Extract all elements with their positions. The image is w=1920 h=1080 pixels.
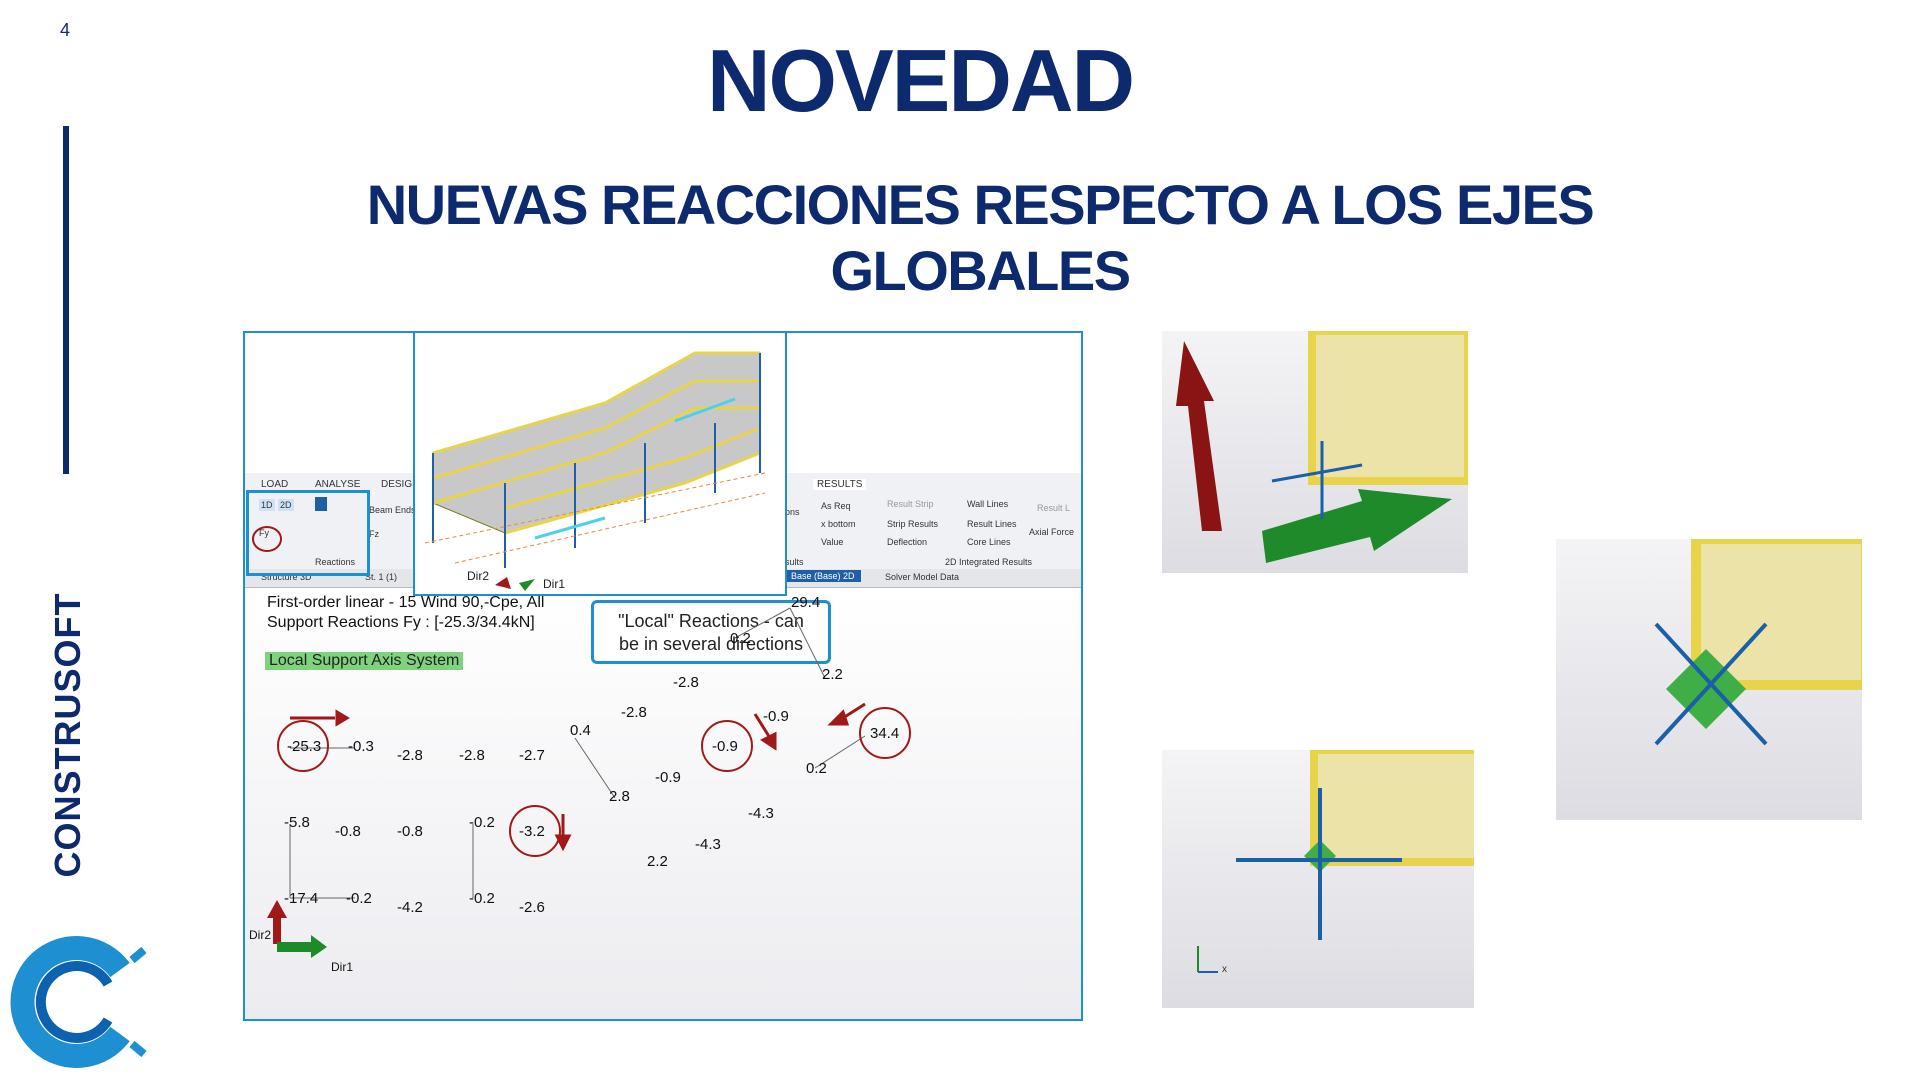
axis-x-label: x [1222, 964, 1227, 975]
tab-design[interactable]: DESIGN [381, 479, 420, 490]
building-3d-model [424, 351, 766, 591]
sults-label: sults [785, 557, 804, 567]
tab-structure-3d[interactable]: Structure 3D [261, 572, 312, 582]
global-arrows-graphic [1176, 331, 1468, 563]
fy-button[interactable]: Fy [259, 528, 269, 538]
rotated-axes-graphic [1654, 539, 1862, 746]
reaction-value: 29.4 [791, 594, 821, 611]
page-number: 4 [60, 20, 71, 40]
reaction-value: -4.3 [695, 836, 721, 853]
orthogonal-axes-graphic [1197, 750, 1474, 973]
reaction-value: -2.7 [519, 747, 545, 764]
thumbnail-global-arrows [1162, 331, 1468, 573]
reaction-value: -0.9 [763, 708, 789, 725]
reaction-value: 0.4 [570, 722, 591, 739]
reaction-value: -0.2 [469, 814, 495, 831]
as-req-button[interactable]: As Req [821, 501, 851, 511]
reaction-value: -0.9 [655, 769, 681, 786]
reaction-value: 0.2 [730, 630, 751, 647]
dir2-axis-label: Dir2 [249, 928, 272, 942]
tab-results[interactable]: RESULTS [813, 479, 867, 490]
tab-analyse[interactable]: ANALYSE [315, 479, 361, 490]
reaction-value: -2.8 [397, 747, 423, 764]
x-bottom-button[interactable]: x bottom [821, 519, 856, 529]
fz-button[interactable]: Fz [369, 529, 379, 539]
reaction-value: -0.8 [335, 823, 361, 840]
ons-label: ons [785, 507, 800, 517]
btn-2d[interactable]: 2D [278, 499, 294, 511]
construsoft-logo-icon [10, 936, 147, 1068]
inset-dir1-label: Dir1 [543, 577, 566, 591]
callout-line-2: be in several directions [618, 634, 804, 654]
strip-results-button[interactable]: Strip Results [887, 519, 939, 529]
thumbnail-orthogonal-axes: x [1162, 750, 1474, 1008]
reaction-value: -3.2 [519, 823, 545, 840]
result-strip-button[interactable]: Result Strip [887, 499, 934, 509]
side-rule [63, 126, 69, 474]
slide-subtitle: NUEVAS REACCIONES RESPECTO A LOS EJES GL… [320, 172, 1640, 304]
reaction-value: -4.2 [397, 899, 423, 916]
reaction-value: 2.8 [609, 788, 630, 805]
axial-force-button[interactable]: Axial Force [1029, 527, 1075, 537]
subtitle-line-2: GLOBALES [830, 239, 1131, 302]
reactions-range-text: Support Reactions Fy : [-25.3/34.4kN] [267, 614, 535, 631]
btn-1d[interactable]: 1D [259, 499, 275, 511]
reaction-value: -17.4 [284, 890, 319, 907]
reaction-value: -2.8 [459, 747, 485, 764]
reaction-value: -0.3 [348, 738, 374, 755]
value-button[interactable]: Value [821, 537, 844, 547]
reactions-highlight-box [246, 490, 370, 576]
result-lines-button[interactable]: Result Lines [967, 519, 1017, 529]
reaction-value: -4.3 [748, 805, 774, 822]
reaction-value: -0.9 [712, 738, 738, 755]
fy-highlight-circle [252, 526, 282, 552]
load-case-text: First-order linear - 15 Wind 90,-Cpe, Al… [267, 594, 545, 611]
wall-lines-button[interactable]: Wall Lines [967, 499, 1009, 509]
brand-text: CONSTRUSOFT [47, 592, 88, 878]
structure-3d-inset: Dir2 Dir1 [413, 331, 787, 596]
reaction-value: 2.2 [822, 666, 843, 683]
subtitle-line-1: NUEVAS REACCIONES RESPECTO A LOS EJES [366, 173, 1595, 236]
integrated-results-group-label: 2D Integrated Results [945, 557, 1033, 567]
reaction-value: 0.2 [806, 760, 827, 777]
reaction-value: -0.8 [397, 823, 423, 840]
local-axis-tag: Local Support Axis System [265, 652, 464, 670]
reaction-value: -2.8 [673, 674, 699, 691]
reaction-value: -0.2 [469, 890, 495, 907]
inset-dir2-label: Dir2 [467, 569, 490, 583]
tab-solver-model[interactable]: Solver Model Data [885, 572, 960, 582]
reaction-value: -2.8 [621, 704, 647, 721]
tab-load[interactable]: LOAD [261, 479, 289, 490]
reaction-value: -5.8 [284, 814, 310, 831]
reaction-value: -0.2 [346, 890, 372, 907]
dir1-axis-label: Dir1 [331, 960, 354, 974]
core-lines-button[interactable]: Core Lines [967, 537, 1011, 547]
results-canvas[interactable]: First-order linear - 15 Wind 90,-Cpe, Al… [245, 588, 1081, 1019]
reaction-graphics [267, 607, 911, 958]
reaction-icon[interactable] [315, 497, 327, 511]
result-l-button[interactable]: Result L [1037, 503, 1071, 513]
reaction-value: 2.2 [647, 853, 668, 870]
reaction-value: -2.6 [519, 899, 545, 916]
slide-title: NOVEDAD [706, 31, 1135, 130]
reactions-group-label: Reactions [315, 557, 356, 567]
beam-ends-button[interactable]: Beam Ends [369, 505, 416, 515]
tab-storey[interactable]: St. 1 (1) [365, 572, 398, 582]
reaction-value: 34.4 [870, 725, 900, 742]
deflection-button[interactable]: Deflection [887, 537, 928, 547]
thumbnail-rotated-axes [1556, 539, 1862, 820]
brand-vertical: CONSTRUSOFT [28, 574, 108, 878]
reaction-value: -25.3 [287, 738, 322, 755]
tab-base-2d[interactable]: Base (Base) 2D [785, 570, 861, 582]
